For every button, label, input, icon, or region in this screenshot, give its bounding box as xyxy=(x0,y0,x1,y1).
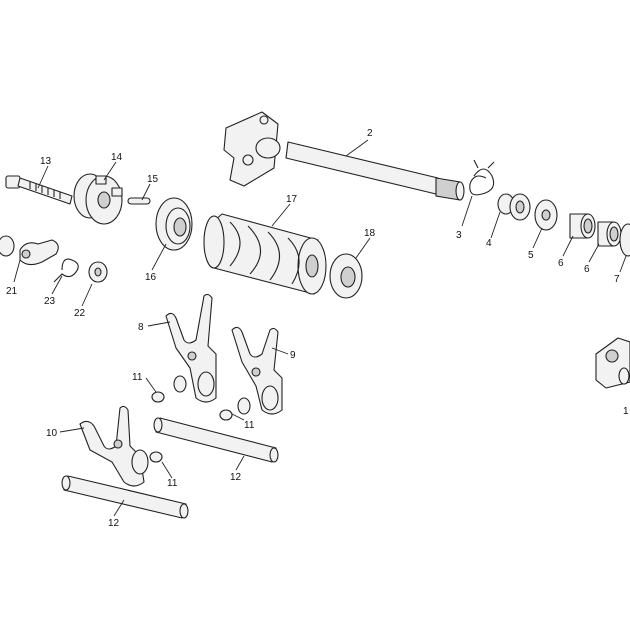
callout-4: 4 xyxy=(486,238,492,249)
dowel-pin xyxy=(127,197,151,205)
callout-15: 15 xyxy=(147,174,159,185)
callout-21: 21 xyxy=(6,286,18,297)
callout-22: 22 xyxy=(74,308,86,319)
callout-11c: 11 xyxy=(167,478,178,489)
callout-14: 14 xyxy=(111,152,123,163)
callout-6a: 6 xyxy=(558,258,564,269)
shift-fork-b xyxy=(231,326,283,415)
callout-5: 5 xyxy=(528,250,534,261)
leader-lines xyxy=(13,139,627,517)
shift-cam xyxy=(73,173,123,225)
callout-1: 1 xyxy=(623,406,629,417)
spacer xyxy=(88,261,108,283)
callout-6b: 6 xyxy=(584,264,590,275)
guide-pin-b xyxy=(219,409,233,421)
fork-shaft-a xyxy=(153,417,279,463)
shift-fork-a xyxy=(165,293,217,403)
shift-drum xyxy=(203,213,327,295)
fork-shaft-b xyxy=(61,475,189,519)
guide-pin-c xyxy=(149,451,163,463)
callout-18: 18 xyxy=(364,228,376,239)
callout-11a: 11 xyxy=(132,372,143,383)
shift-lever-housing xyxy=(595,337,630,389)
guide-pin-a xyxy=(151,391,165,403)
callout-13: 13 xyxy=(40,156,52,167)
detent-arm xyxy=(19,239,59,266)
callout-10: 10 xyxy=(46,428,58,439)
callout-2: 2 xyxy=(367,128,373,139)
bolt xyxy=(5,175,73,205)
callout-11b: 11 xyxy=(244,420,255,431)
shift-shaft xyxy=(223,111,465,201)
shift-fork-c xyxy=(79,405,149,487)
callout-23: 23 xyxy=(44,296,56,307)
callout-labels: 2 3 4 5 6 6 7 13 14 15 16 17 18 21 23 22… xyxy=(6,128,629,529)
detent-spring xyxy=(53,258,79,283)
ball-bearing xyxy=(155,197,193,251)
callout-17: 17 xyxy=(286,194,298,205)
callout-9: 9 xyxy=(290,350,296,361)
washer-left xyxy=(0,235,15,257)
bushing xyxy=(497,193,531,221)
washer xyxy=(534,199,558,231)
needle-bearing-b xyxy=(597,221,622,247)
end-bearing xyxy=(329,253,363,299)
needle-bearing-a xyxy=(569,213,596,239)
callout-12a: 12 xyxy=(230,472,242,483)
callout-8: 8 xyxy=(138,322,144,333)
callout-3: 3 xyxy=(456,230,462,241)
callout-7: 7 xyxy=(614,274,620,285)
callout-16: 16 xyxy=(145,272,157,283)
return-spring xyxy=(469,159,495,196)
callout-12b: 12 xyxy=(108,518,120,529)
oil-seal xyxy=(619,223,630,257)
